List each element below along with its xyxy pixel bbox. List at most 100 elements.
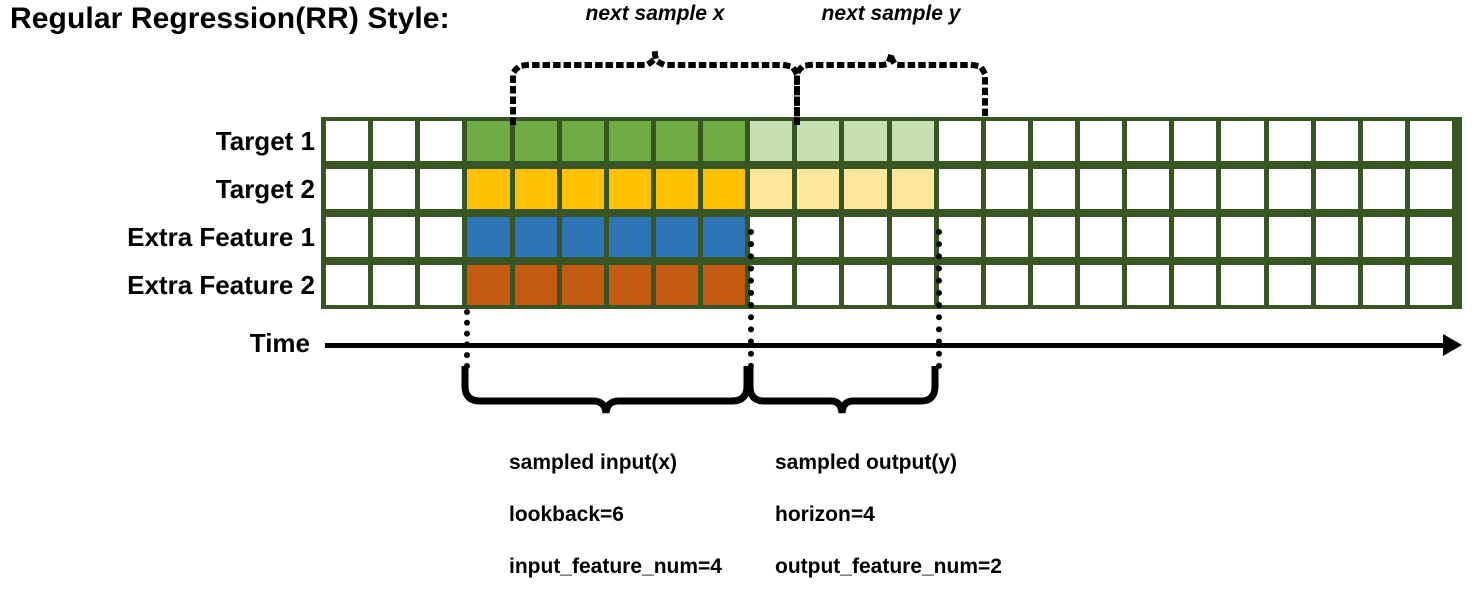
guide-line-input-end <box>748 229 754 369</box>
page-title: Regular Regression(RR) Style: <box>10 2 450 35</box>
grid-cell <box>1268 265 1311 305</box>
grid-cell <box>608 217 651 257</box>
grid-cell <box>1221 121 1264 161</box>
caption-output-horizon: horizon=4 <box>775 503 875 526</box>
grid-cell <box>891 121 934 161</box>
grid-cell <box>844 121 887 161</box>
grid-cell <box>1221 265 1264 305</box>
grid-cell <box>514 169 557 209</box>
caption-input-lookback: lookback=6 <box>509 503 624 526</box>
grid-cell <box>703 121 746 161</box>
grid-cell <box>1080 121 1123 161</box>
grid-cell <box>703 265 746 305</box>
time-axis-line <box>325 343 1445 348</box>
grid-cell <box>797 217 840 257</box>
grid-cell <box>1362 217 1405 257</box>
grid-cell <box>373 169 416 209</box>
grid-cell <box>985 217 1028 257</box>
grid-cell <box>1362 169 1405 209</box>
grid-cell <box>420 265 463 305</box>
grid-cell <box>467 265 510 305</box>
grid-cell <box>985 169 1028 209</box>
grid-cell <box>1409 265 1452 305</box>
grid-cell <box>750 265 793 305</box>
grid-cell <box>797 169 840 209</box>
top-brace-label-next-sample-x: next sample x <box>585 2 725 25</box>
time-axis-label: Time <box>249 328 310 358</box>
grid-cell <box>750 169 793 209</box>
grid-cell <box>985 265 1028 305</box>
caption-input-feature-num: input_feature_num=4 <box>509 555 722 578</box>
guide-line-input-start <box>464 309 470 369</box>
row-label-extra-feature-2: Extra Feature 2 <box>127 270 315 300</box>
grid-cell <box>373 121 416 161</box>
row-extra-feature-1 <box>321 213 1462 261</box>
grid-cell <box>797 121 840 161</box>
top-brace-label-next-sample-y: next sample y <box>821 2 961 25</box>
time-axis-arrow-icon <box>1443 334 1462 356</box>
grid-cell <box>1080 169 1123 209</box>
grid-cell <box>1315 169 1358 209</box>
grid-cell <box>1221 169 1264 209</box>
grid-cell <box>891 217 934 257</box>
row-label-target-1: Target 1 <box>215 126 315 156</box>
grid-cell <box>1174 217 1217 257</box>
grid-cell <box>467 169 510 209</box>
top-brace-next-sample-y <box>791 52 991 125</box>
grid-cell <box>420 169 463 209</box>
grid-cell <box>1315 265 1358 305</box>
grid-cell <box>373 265 416 305</box>
grid-cell <box>844 217 887 257</box>
grid-cell <box>750 121 793 161</box>
grid-cell <box>844 265 887 305</box>
grid-cell <box>1268 169 1311 209</box>
caption-input-title: sampled input(x) <box>509 451 678 474</box>
grid-cell <box>703 217 746 257</box>
grid-cell <box>1409 169 1452 209</box>
grid-cell <box>985 121 1028 161</box>
grid-cell <box>561 121 604 161</box>
grid-cell <box>561 169 604 209</box>
grid-cell <box>703 169 746 209</box>
grid-cell <box>1268 121 1311 161</box>
grid-cell <box>655 265 698 305</box>
grid-cell <box>655 217 698 257</box>
guide-line-output-end <box>936 229 942 369</box>
grid-cell <box>1409 217 1452 257</box>
grid-cell <box>1127 265 1170 305</box>
bottom-brace-sampled-output <box>745 366 940 414</box>
grid-cell <box>891 265 934 305</box>
grid-cell <box>608 121 651 161</box>
grid-cell <box>514 217 557 257</box>
grid-cell <box>1080 265 1123 305</box>
grid-cell <box>1268 217 1311 257</box>
grid-cell <box>1032 217 1075 257</box>
grid-cell <box>608 265 651 305</box>
row-label-target-2: Target 2 <box>215 174 315 204</box>
top-brace-next-sample-x <box>505 52 805 125</box>
row-label-extra-feature-1: Extra Feature 1 <box>127 222 315 252</box>
grid-cell <box>750 217 793 257</box>
row-target-2 <box>321 165 1462 213</box>
caption-output-title: sampled output(y) <box>775 451 957 474</box>
grid-cell <box>938 121 981 161</box>
grid-cell <box>938 169 981 209</box>
grid-cell <box>1174 169 1217 209</box>
grid-cell <box>1127 217 1170 257</box>
grid-cell <box>1315 217 1358 257</box>
grid-cell <box>797 265 840 305</box>
grid-cell <box>1315 121 1358 161</box>
row-label-column: Target 1 Target 2 Extra Feature 1 Extra … <box>5 117 315 309</box>
grid-cell <box>655 121 698 161</box>
grid-cell <box>1362 121 1405 161</box>
grid-cell <box>1032 169 1075 209</box>
bottom-brace-sampled-input <box>460 366 752 414</box>
row-extra-feature-2 <box>321 261 1462 309</box>
grid-cell <box>1174 121 1217 161</box>
grid-cell <box>1221 217 1264 257</box>
grid-cell <box>514 121 557 161</box>
timeseries-grid <box>321 117 1462 309</box>
caption-sampled-output: sampled output(y) horizon=4 output_featu… <box>775 424 1002 606</box>
grid-cell <box>467 217 510 257</box>
grid-cell <box>1174 265 1217 305</box>
